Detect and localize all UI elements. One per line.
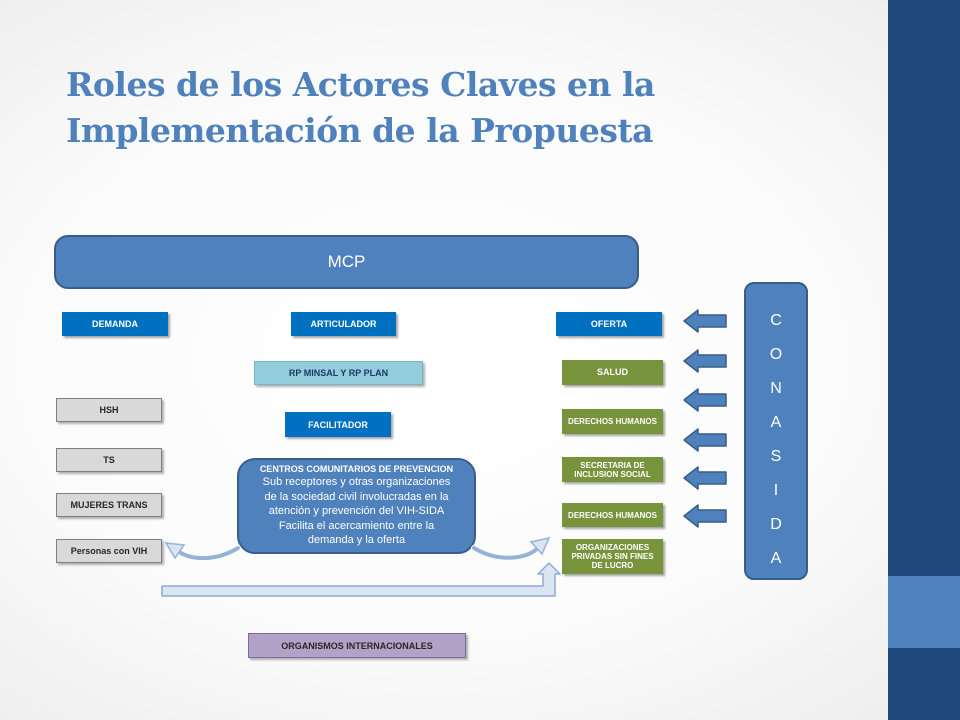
centros-heading: CENTROS COMUNITARIOS DE PREVENCION <box>259 464 454 474</box>
articulador-header: ARTICULADOR <box>291 312 396 336</box>
centros-line-3: atención y prevención del VIH-SIDA <box>268 505 445 517</box>
conasida-letter: O <box>769 346 783 363</box>
centros-line-5: demanda y la oferta <box>307 534 406 546</box>
oferta-item-secretaria-inclusion: SECRETARIA DE INCLUSION SOCIAL <box>562 457 663 482</box>
oferta-item-salud: SALUD <box>562 360 663 385</box>
oferta-item-derechos-humanos-1: DERECHOS HUMANOS <box>562 409 663 434</box>
sidebar-accent-block <box>888 576 960 648</box>
centros-line-1: Sub receptores y otras organizaciones <box>262 476 451 488</box>
centros-line-2: de la sociedad civil involucradas en la <box>264 490 449 503</box>
demanda-item-personas-vih: Personas con VIH <box>56 539 162 563</box>
slide-title-line-1: Roles de los Actores Claves en la <box>66 65 655 104</box>
slide-title: Roles de los Actores Claves en la Implem… <box>66 62 866 154</box>
centros-line-4: Facilita el acercamiento entre la <box>278 519 435 532</box>
slide-title-line-2: Implementación de la Propuesta <box>66 111 654 150</box>
demanda-item-ts: TS <box>56 448 162 472</box>
conasida-letter: N <box>770 380 782 397</box>
centros-comunitarios-box: CENTROS COMUNITARIOS DE PREVENCION Sub r… <box>237 458 476 554</box>
demanda-item-mujeres-trans: MUJERES TRANS <box>56 493 162 517</box>
conasida-letter: S <box>770 448 782 465</box>
conasida-arrow-icon <box>683 428 727 452</box>
conasida-letter: A <box>770 414 782 431</box>
oferta-item-derechos-humanos-2: DERECHOS HUMANOS <box>562 503 663 527</box>
conasida-arrow-icon <box>683 466 727 490</box>
facilitador-box: FACILITADOR <box>285 412 391 437</box>
conasida-arrow-icon <box>683 309 727 333</box>
mcp-box: MCP <box>54 235 639 289</box>
conasida-letter: D <box>770 516 782 533</box>
conasida-letter: A <box>770 550 782 567</box>
curved-arrow-to-demanda-icon <box>164 542 241 562</box>
demanda-header: DEMANDA <box>62 312 168 336</box>
conasida-arrow-icon <box>683 388 727 412</box>
curved-arrow-to-oferta-icon <box>471 536 551 561</box>
conasida-arrow-icon <box>683 504 727 528</box>
organismos-internacionales-box: ORGANISMOS INTERNACIONALES <box>248 633 466 658</box>
oferta-item-organizaciones-privadas: ORGANIZACIONES PRIVADAS SIN FINES DE LUC… <box>562 539 663 574</box>
oferta-header: OFERTA <box>556 312 662 336</box>
conasida-arrow-icon <box>683 349 727 373</box>
conasida-letter: I <box>773 482 779 499</box>
rp-minsal-box: RP MINSAL Y RP PLAN <box>254 361 423 385</box>
demanda-item-hsh: HSH <box>56 398 162 422</box>
conasida-letter: C <box>770 312 782 329</box>
conasida-bar: C O N A S I D A <box>744 282 808 580</box>
bent-arrow-demanda-to-oferta-icon <box>161 562 561 597</box>
